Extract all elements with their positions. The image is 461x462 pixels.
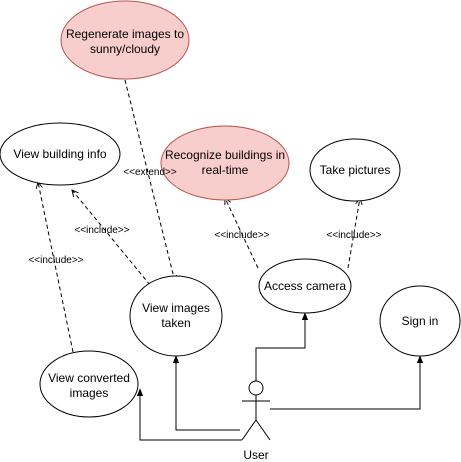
- include-label-camera-pictures: <<include>>: [326, 230, 381, 241]
- extend-label: <<extend>>: [123, 167, 177, 178]
- use-case-ellipse: [129, 275, 223, 357]
- use-case-label: sunny/cloudy: [90, 42, 160, 56]
- use-case-label: Regenerate images to: [66, 27, 184, 41]
- include-line-converted-info: [38, 182, 74, 353]
- use-case-ellipse: [39, 350, 139, 418]
- actor-label: User: [243, 448, 268, 462]
- use-case-ellipse: [60, 0, 190, 80]
- use-case-label: View building info: [13, 147, 107, 161]
- associations: [136, 312, 424, 441]
- include-label-converted-info: <<include>>: [28, 255, 83, 266]
- relations: [38, 79, 360, 353]
- use-case-label: View converted: [48, 371, 130, 385]
- use-case-ellipse: [0, 122, 121, 186]
- include-line-images-info: [72, 190, 151, 286]
- use-case-label: Recognize buildings in: [165, 148, 285, 162]
- use-case-label: View images: [142, 301, 210, 315]
- use-case-view-converted[interactable]: View converted images: [39, 350, 139, 418]
- include-line-camera-recognize: [225, 198, 259, 269]
- actor-user[interactable]: User: [241, 380, 271, 462]
- association-view-images-taken: [172, 355, 240, 431]
- use-case-label: images: [70, 386, 109, 400]
- use-case-ellipse: [258, 258, 352, 314]
- association-sign-in: [270, 355, 424, 410]
- include-label-images-info: <<include>>: [74, 225, 129, 236]
- use-case-regenerate[interactable]: Regenerate images to sunny/cloudy: [60, 0, 190, 80]
- use-case-label: real-time: [202, 163, 249, 177]
- use-case-label: Take pictures: [320, 163, 391, 177]
- actor-right-leg: [255, 419, 271, 441]
- association-access-camera: [255, 312, 309, 381]
- use-case-ellipse: [309, 138, 401, 202]
- use-case-label: Access camera: [264, 279, 346, 293]
- use-case-access-camera[interactable]: Access camera: [258, 258, 352, 314]
- include-line-camera-pictures: [347, 198, 360, 269]
- use-case-view-images-taken[interactable]: View images taken: [129, 275, 223, 357]
- use-case-ellipse: [379, 285, 461, 357]
- use-case-sign-in[interactable]: Sign in: [379, 285, 461, 357]
- use-case-take-pictures[interactable]: Take pictures: [309, 138, 401, 202]
- association-view-converted: [136, 388, 242, 441]
- use-case-recognize[interactable]: Recognize buildings in real-time: [160, 125, 290, 201]
- actor-head: [248, 380, 264, 396]
- use-case-label: Sign in: [402, 314, 439, 328]
- use-case-ellipse: [160, 125, 290, 201]
- include-label-camera-recognize: <<include>>: [214, 230, 269, 241]
- use-case-view-building-info[interactable]: View building info: [0, 122, 121, 186]
- actor-left-leg: [241, 419, 257, 441]
- extend-line: [124, 79, 175, 282]
- stereotype-labels: <<extend>> <<include>> <<include>> <<inc…: [28, 167, 381, 266]
- use-case-label: taken: [161, 316, 190, 330]
